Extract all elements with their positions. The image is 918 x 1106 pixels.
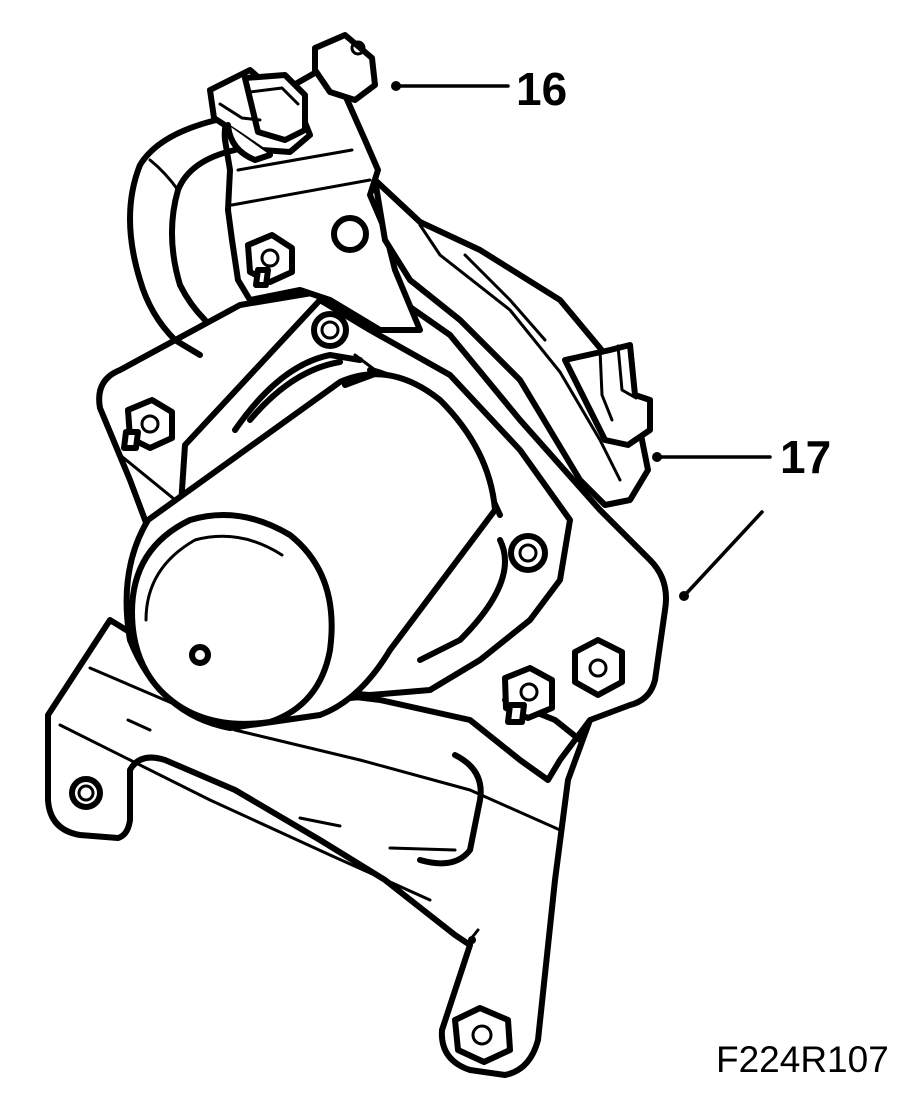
mounting-bolt-cradle-right — [508, 533, 548, 573]
mounting-nut-left — [121, 397, 175, 451]
mounting-nut-right — [572, 637, 625, 698]
side-housing — [372, 177, 653, 508]
leader-line-17 — [652, 452, 772, 601]
callout-label-17: 17 — [780, 431, 832, 483]
pump-motor — [123, 371, 498, 731]
lower-mounting-bracket — [45, 617, 593, 1078]
coolant-pipe — [127, 115, 238, 358]
figure-code: F224R107 — [716, 1039, 889, 1080]
mounting-nut-bottom — [452, 1005, 513, 1065]
connector-sensor — [207, 32, 378, 163]
mounting-bolt-cradle-top — [311, 311, 349, 349]
callout-label-16: 16 — [516, 63, 568, 115]
leader-line-16 — [391, 81, 510, 91]
mounting-nut-upper — [245, 232, 295, 288]
mounting-nut-lower — [502, 665, 555, 725]
